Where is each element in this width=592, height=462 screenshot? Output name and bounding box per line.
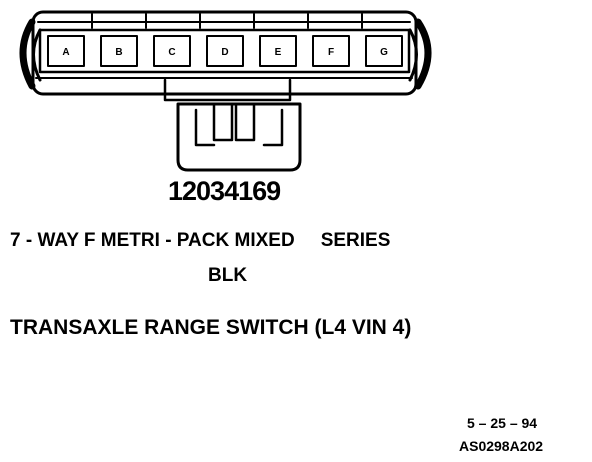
part-number: 12034169	[168, 176, 281, 206]
pin-cavity-a	[47, 35, 85, 67]
connector-description: 7 - WAY F METRI - PACK MIXED SERIES	[10, 230, 390, 252]
connector-color: BLK	[208, 265, 248, 286]
lock-tab	[163, 78, 302, 172]
pin-label: D	[221, 47, 228, 58]
pin-cavity-c	[153, 35, 191, 67]
pin-labels: A B C D E F G	[62, 47, 388, 58]
connector-body	[31, 10, 418, 96]
connector-type: 7 - WAY F METRI - PACK MIXED	[10, 230, 295, 251]
component-title: TRANSAXLE RANGE SWITCH (L4 VIN 4)	[10, 316, 412, 339]
pin-cavities	[47, 35, 403, 67]
pin-label: A	[62, 47, 69, 58]
revision-date: 5 – 25 – 94	[467, 415, 538, 431]
pin-cavity-e	[259, 35, 297, 67]
pin-cavity-d	[206, 35, 244, 67]
pin-label: C	[168, 47, 175, 58]
right-latch	[408, 18, 432, 90]
pin-label: E	[275, 47, 282, 58]
pin-label: F	[328, 47, 334, 58]
pin-cavity-f	[312, 35, 350, 67]
pin-label: B	[115, 47, 122, 58]
pin-label: G	[380, 47, 388, 58]
series-label: SERIES	[320, 230, 391, 251]
pin-cavity-g	[365, 35, 403, 67]
illustration-code: AS0298A202	[459, 438, 544, 454]
pin-cavity-b	[100, 35, 138, 67]
